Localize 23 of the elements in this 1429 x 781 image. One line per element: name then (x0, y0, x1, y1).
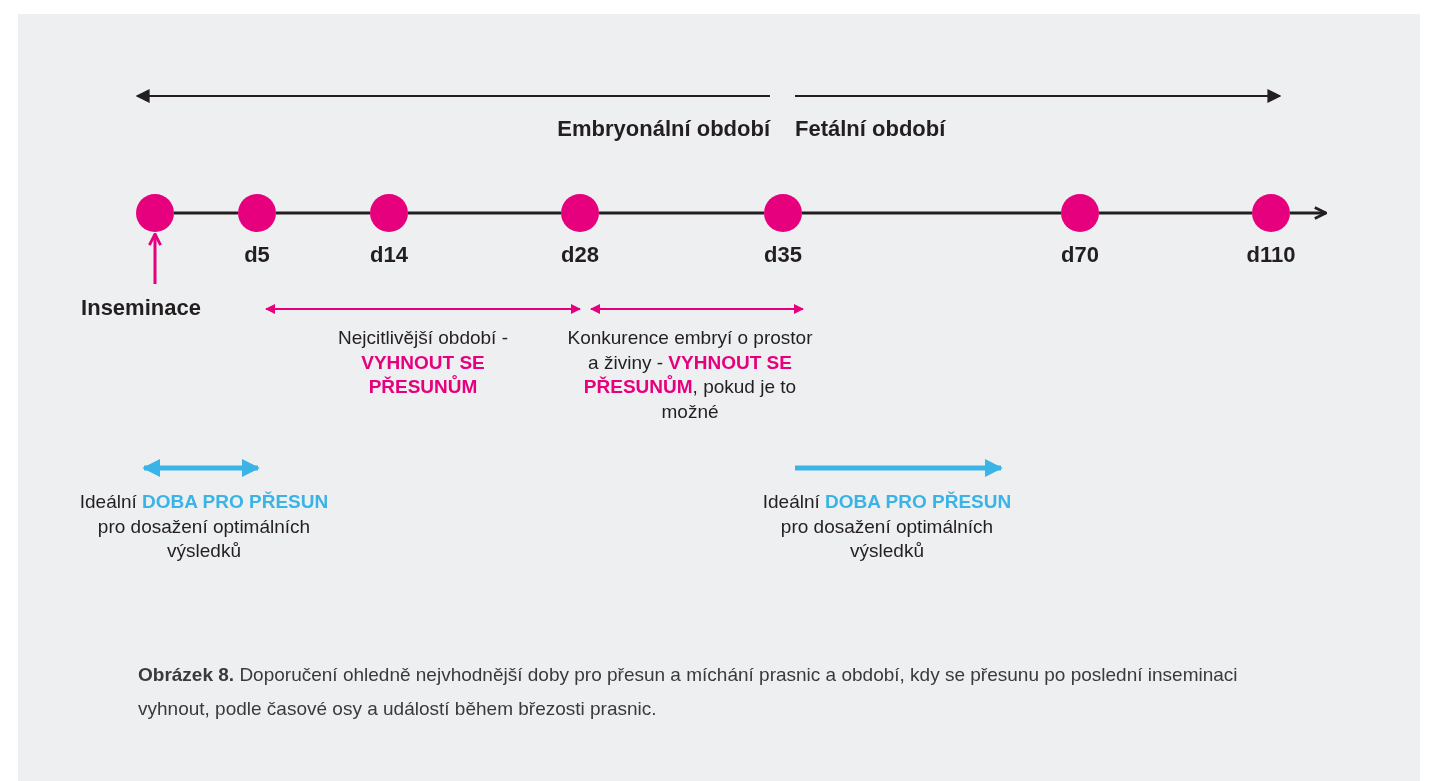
annotation-text: Konkurence embryí o prostor a živiny - VYHNOUT SE PŘESUNŮM, pokud je to možné (566, 326, 814, 425)
day-label: d110 (1245, 242, 1297, 268)
arrow (148, 232, 162, 284)
annotation-text: Ideální DOBA PRO PŘESUN pro dosažení optimálních výsledků (78, 490, 330, 564)
day-label: d5 (243, 242, 271, 268)
day-label: d35 (763, 242, 803, 268)
annotation-text: Ideální DOBA PRO PŘESUN pro dosažení optimálních výsledků (761, 490, 1013, 564)
day-label: d14 (369, 242, 409, 268)
connector-line (276, 211, 370, 215)
period-label: Embryonální období (556, 115, 770, 143)
day-label: d70 (1060, 242, 1100, 268)
event-label: Inseminace (66, 295, 216, 321)
connector-line (599, 211, 764, 215)
annotation-text: Nejcitlivější období - VYHNOUT SE PŘESUNŮM (337, 326, 509, 400)
timeline-dot (136, 194, 174, 232)
day-label: d28 (560, 242, 600, 268)
connector-line (408, 211, 561, 215)
connector-line (174, 211, 238, 215)
period-label: Fetální období (795, 115, 947, 143)
caption: Obrázek 8. Doporučení ohledně nejvhodnější doby pro přesun a míchání prasnic a období, kdy se přesunu po poslední inseminaci vyhnout, podle časové osy a událostí během březosti prasnic. (138, 663, 1239, 722)
connector-line (1099, 211, 1252, 215)
arrow (1290, 206, 1328, 220)
connector-line (802, 211, 1061, 215)
